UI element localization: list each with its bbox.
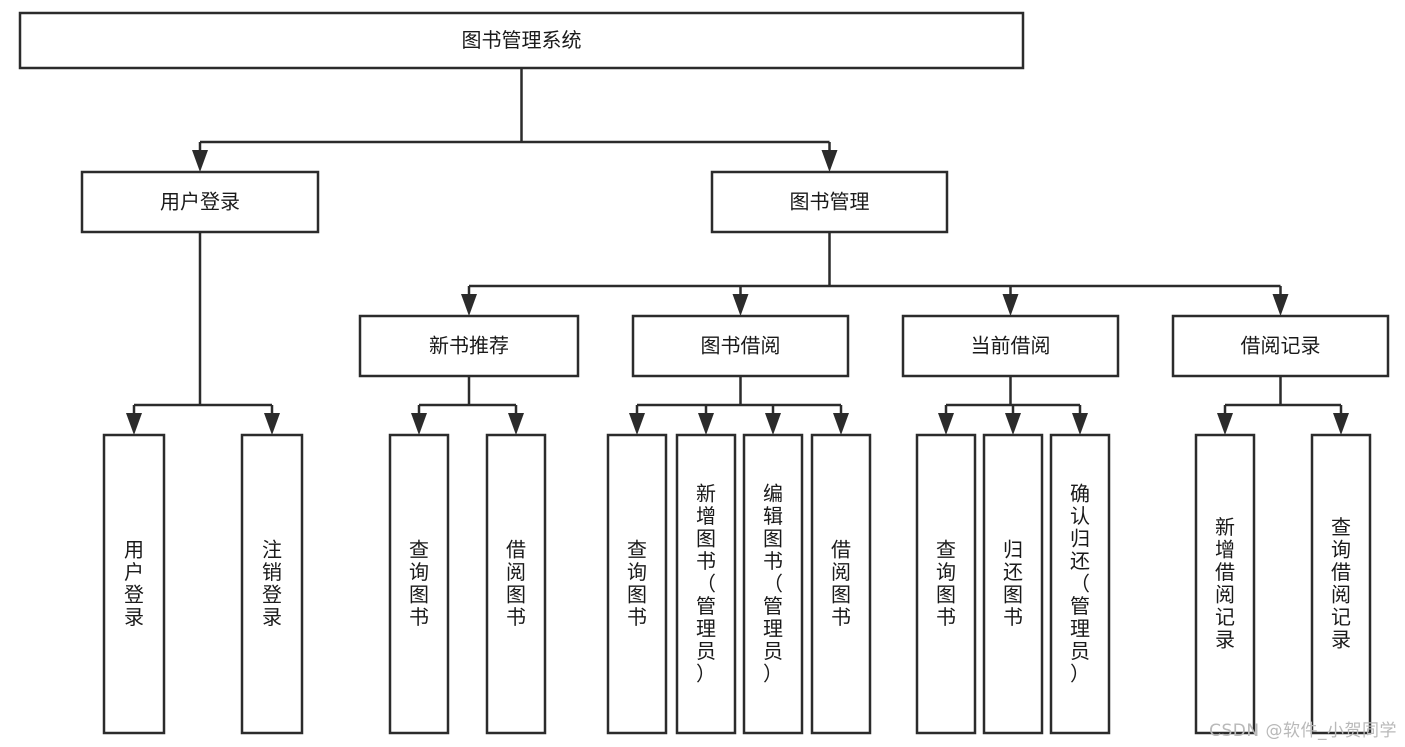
node-box-book-manage[interactable] <box>710 170 949 234</box>
node-label-borrow-record: 借阅记录 <box>1241 334 1321 358</box>
node-label-leaf-query-record: 查询借阅记录 <box>1331 515 1351 652</box>
node-box-leaf-query-book-2[interactable] <box>606 433 668 735</box>
node-root[interactable]: 图书管理系统 <box>18 11 1025 70</box>
connector-group-current-borrow <box>938 376 1088 435</box>
node-label-leaf-confirm-return: 确认归还（管理员） <box>1070 481 1090 685</box>
node-box-leaf-query-book-3[interactable] <box>915 433 977 735</box>
node-label-new-book-rec: 新书推荐 <box>429 334 509 358</box>
node-label-leaf-user-login: 用户登录 <box>124 538 144 630</box>
connector-group-borrow-record <box>1217 376 1349 435</box>
node-current-borrow[interactable]: 当前借阅 <box>901 314 1120 378</box>
arrow-head-icon <box>461 294 477 316</box>
node-leaf-add-record[interactable]: 新增借阅记录 <box>1194 433 1256 735</box>
arrow-head-icon <box>765 413 781 435</box>
node-label-book-borrow: 图书借阅 <box>701 334 781 358</box>
arrow-head-icon <box>629 413 645 435</box>
node-label-leaf-add-book: 新增图书（管理员） <box>696 481 716 685</box>
arrow-head-icon <box>1072 413 1088 435</box>
node-leaf-query-book-3[interactable]: 查询图书 <box>915 433 977 735</box>
node-label-leaf-borrow-book-2: 借阅图书 <box>831 538 851 630</box>
node-box-leaf-user-login[interactable] <box>102 433 166 735</box>
node-label-leaf-logout: 注销登录 <box>262 538 282 630</box>
connector-group-book-borrow <box>629 376 849 435</box>
node-box-leaf-return-book[interactable] <box>982 433 1044 735</box>
node-box-leaf-borrow-book-2[interactable] <box>810 433 872 735</box>
node-box-leaf-edit-book[interactable] <box>742 433 804 735</box>
connector-group-root <box>192 68 838 172</box>
node-label-leaf-query-book-3: 查询图书 <box>936 538 956 630</box>
node-box-leaf-add-book[interactable] <box>675 433 737 735</box>
node-box-leaf-logout[interactable] <box>240 433 304 735</box>
arrow-head-icon <box>732 294 749 316</box>
arrow-head-icon <box>1272 294 1289 316</box>
node-leaf-borrow-book-2[interactable]: 借阅图书 <box>810 433 872 735</box>
connector-group-user-login <box>126 232 280 435</box>
node-label-leaf-borrow-book-1: 借阅图书 <box>506 538 526 630</box>
node-leaf-query-book-1[interactable]: 查询图书 <box>388 433 450 735</box>
arrow-head-icon <box>1002 294 1019 316</box>
node-label-leaf-return-book: 归还图书 <box>1003 538 1023 630</box>
node-label-leaf-query-book-2: 查询图书 <box>627 538 647 630</box>
node-label-user-login: 用户登录 <box>160 190 240 214</box>
node-new-book-rec[interactable]: 新书推荐 <box>358 314 580 378</box>
node-box-leaf-query-book-1[interactable] <box>388 433 450 735</box>
node-label-leaf-query-book-1: 查询图书 <box>409 538 429 630</box>
connector-group-new-book-rec <box>411 376 524 435</box>
node-borrow-record[interactable]: 借阅记录 <box>1171 314 1390 378</box>
node-label-leaf-edit-book: 编辑图书（管理员） <box>763 481 783 685</box>
arrow-head-icon <box>1217 413 1233 435</box>
node-leaf-query-record[interactable]: 查询借阅记录 <box>1310 433 1372 735</box>
node-user-login[interactable]: 用户登录 <box>80 170 320 234</box>
node-label-leaf-add-record: 新增借阅记录 <box>1215 515 1235 652</box>
node-box-leaf-add-record[interactable] <box>1194 433 1256 735</box>
node-leaf-edit-book[interactable]: 编辑图书（管理员） <box>742 433 804 735</box>
arrow-head-icon <box>126 413 142 435</box>
node-leaf-user-login[interactable]: 用户登录 <box>102 433 166 735</box>
node-box-leaf-confirm-return[interactable] <box>1049 433 1111 735</box>
node-leaf-add-book[interactable]: 新增图书（管理员） <box>675 433 737 735</box>
connector-layer <box>126 68 1349 435</box>
connector-group-book-manage <box>461 232 1289 316</box>
node-box-user-login[interactable] <box>80 170 320 234</box>
node-box-leaf-borrow-book-1[interactable] <box>485 433 547 735</box>
arrow-head-icon <box>411 413 427 435</box>
arrow-head-icon <box>938 413 954 435</box>
node-box-root[interactable] <box>18 11 1025 70</box>
node-label-root: 图书管理系统 <box>462 28 582 52</box>
arrow-head-icon <box>192 150 208 172</box>
node-leaf-confirm-return[interactable]: 确认归还（管理员） <box>1049 433 1111 735</box>
node-box-new-book-rec[interactable] <box>358 314 580 378</box>
arrow-head-icon <box>833 413 849 435</box>
node-box-borrow-record[interactable] <box>1171 314 1390 378</box>
node-leaf-borrow-book-1[interactable]: 借阅图书 <box>485 433 547 735</box>
node-book-manage[interactable]: 图书管理 <box>710 170 949 234</box>
arrow-head-icon <box>821 150 838 172</box>
node-box-current-borrow[interactable] <box>901 314 1120 378</box>
arrow-head-icon <box>508 413 524 435</box>
node-leaf-return-book[interactable]: 归还图书 <box>982 433 1044 735</box>
node-box-book-borrow[interactable] <box>631 314 850 378</box>
node-layer: 图书管理系统用户登录图书管理新书推荐图书借阅当前借阅借阅记录用户登录注销登录查询… <box>18 11 1390 735</box>
node-leaf-query-book-2[interactable]: 查询图书 <box>606 433 668 735</box>
node-label-book-manage: 图书管理 <box>790 190 870 214</box>
arrow-head-icon <box>1005 413 1021 435</box>
node-box-leaf-query-record[interactable] <box>1310 433 1372 735</box>
node-book-borrow[interactable]: 图书借阅 <box>631 314 850 378</box>
node-label-current-borrow: 当前借阅 <box>971 334 1051 358</box>
arrow-head-icon <box>1333 413 1349 435</box>
arrow-head-icon <box>264 413 280 435</box>
arrow-head-icon <box>698 413 714 435</box>
node-leaf-logout[interactable]: 注销登录 <box>240 433 304 735</box>
